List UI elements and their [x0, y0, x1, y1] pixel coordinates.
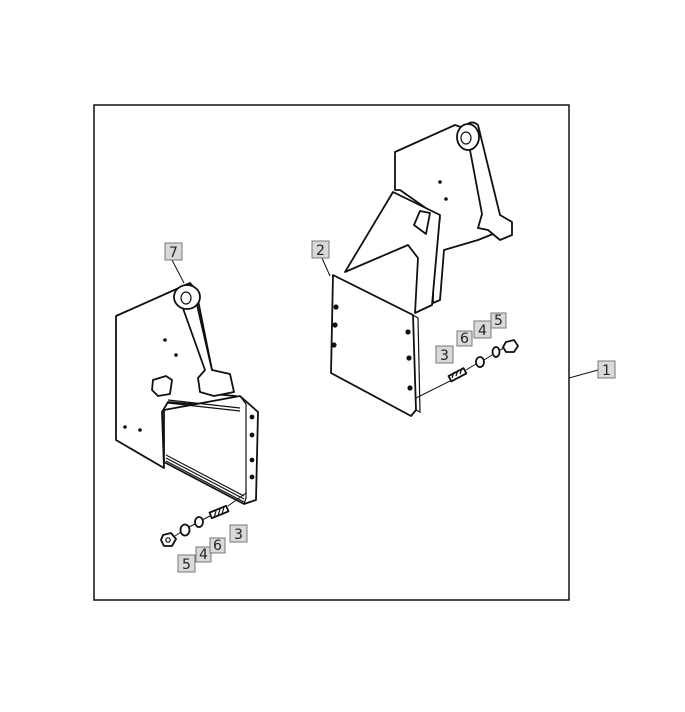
callout-4-left-label: 4: [199, 547, 208, 563]
right-bracket-assembly: [330, 121, 513, 417]
left-nut-5: [160, 532, 177, 547]
callout-5-left-label: 5: [182, 557, 191, 573]
callout-7-label: 7: [169, 245, 178, 261]
left-link-arm: [179, 295, 235, 397]
callout-6-right-label: 6: [460, 331, 469, 347]
callout-4-left: 4: [195, 546, 212, 563]
callout-2: 2: [311, 240, 330, 259]
callout-4-right: 4: [473, 320, 492, 339]
right-hardware: [415, 339, 519, 399]
left-washer-4: [179, 523, 191, 537]
callout-6-left: 6: [209, 537, 226, 554]
callout-6-left-label: 6: [213, 538, 222, 554]
callout-3-right: 3: [435, 345, 454, 364]
right-washer-6: [475, 356, 485, 368]
callout-6-right: 6: [456, 330, 473, 347]
callout-5-left: 5: [177, 554, 196, 573]
right-stud: [447, 367, 468, 383]
right-washer-4: [491, 346, 501, 358]
right-front-plate: [330, 274, 417, 417]
callout-3-right-label: 3: [440, 348, 449, 364]
callout-2-label: 2: [316, 243, 325, 259]
right-arm-eye: [456, 123, 480, 151]
callout-5-right-label: 5: [494, 313, 503, 329]
left-washer-6: [194, 516, 204, 528]
assembly-frame: [93, 104, 570, 601]
callout-1: 1: [597, 360, 616, 379]
left-hardware: [160, 492, 247, 547]
callout-4-right-label: 4: [478, 323, 487, 339]
left-hook: [151, 375, 173, 397]
left-bracket-assembly: [115, 282, 259, 505]
left-arm-eye: [173, 284, 201, 310]
callout-3-left: 3: [229, 524, 248, 543]
callout-1-label: 1: [602, 363, 611, 379]
right-nut-5: [502, 339, 519, 353]
right-hook: [413, 210, 431, 235]
callout-5-right: 5: [490, 312, 507, 329]
callout-7: 7: [164, 242, 183, 261]
callout-3-left-label: 3: [234, 527, 243, 543]
left-front-plate: [163, 395, 259, 505]
